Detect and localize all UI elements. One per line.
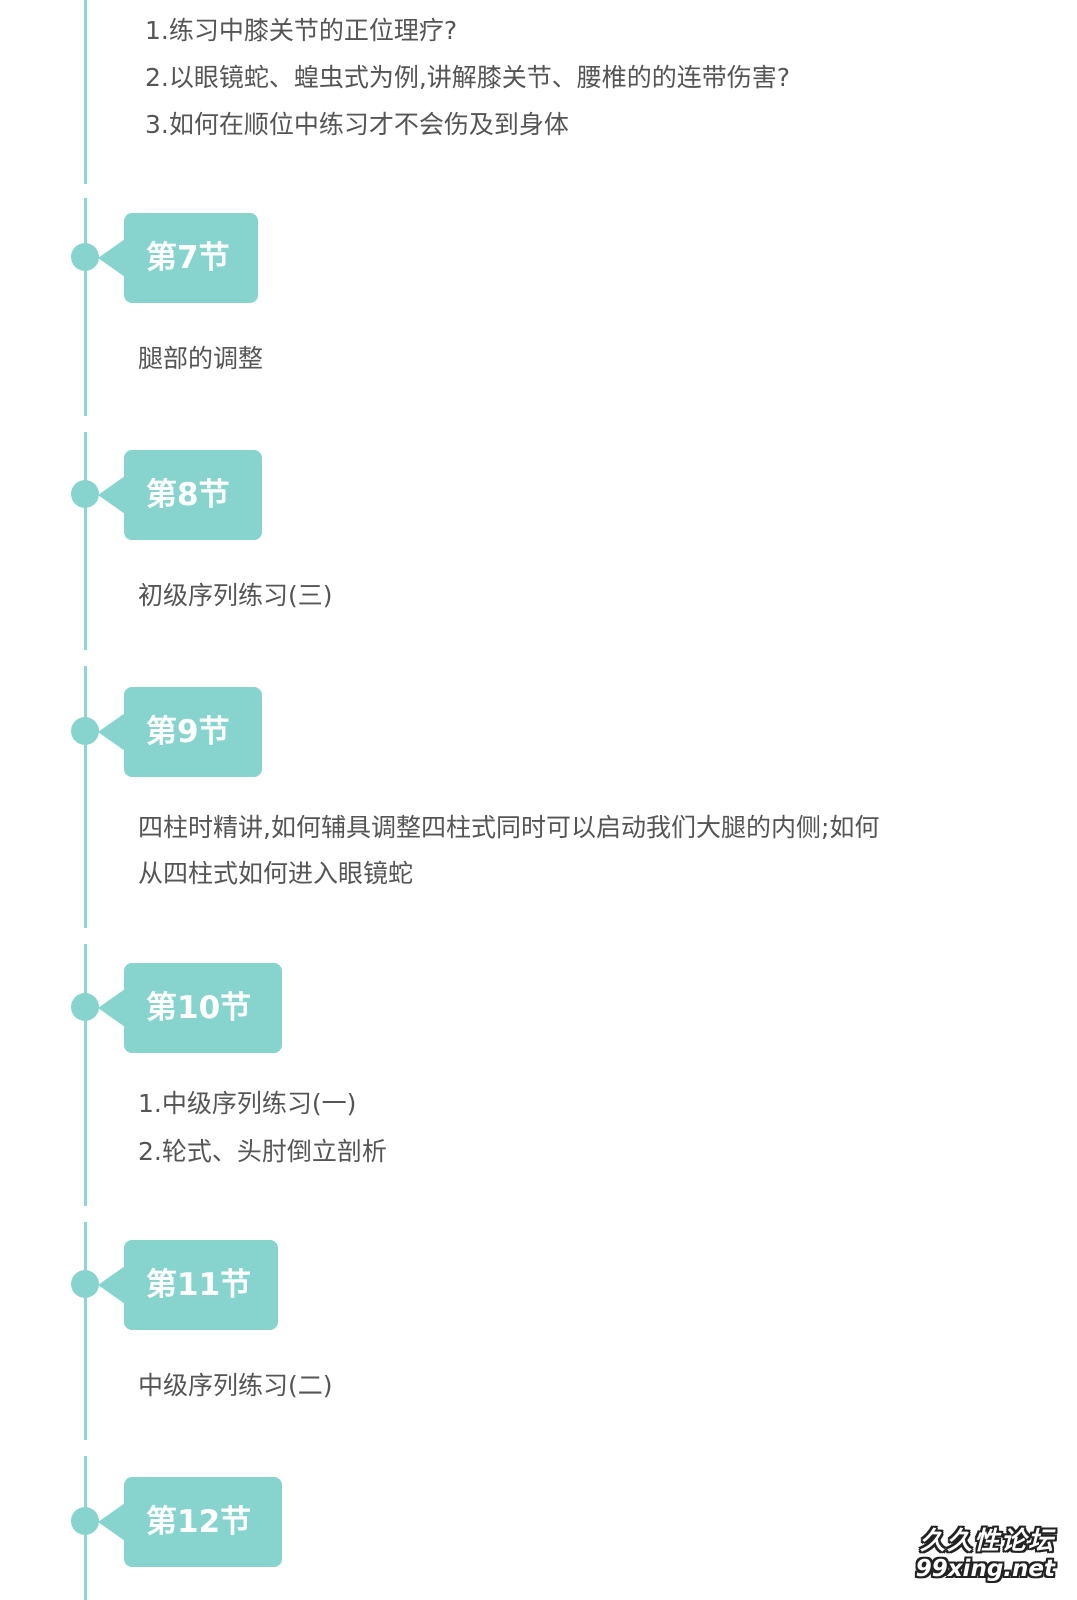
section-tag: 第8节 <box>98 450 262 540</box>
watermark-text: 久久性论坛 <box>919 1526 1055 1555</box>
section-text: 2.轮式、头肘倒立剖析 <box>138 1137 387 1166</box>
section-tag: 第11节 <box>98 1240 278 1330</box>
section-text: 中级序列练习(二) <box>138 1371 333 1400</box>
timeline-line <box>84 666 87 928</box>
site-watermark: 久久性论坛 99xing.net <box>916 1526 1055 1582</box>
section-tag: 第7节 <box>98 213 258 303</box>
intro-item: 1.练习中膝关节的正位理疗? <box>145 16 458 45</box>
timeline-node <box>71 993 99 1021</box>
section-tag: 第12节 <box>98 1477 282 1567</box>
timeline-line <box>84 944 87 1206</box>
watermark-url: 99xing.net <box>915 1556 1055 1582</box>
timeline-line <box>84 198 87 416</box>
intro-item: 3.如何在顺位中练习才不会伤及到身体 <box>145 110 569 139</box>
timeline-node <box>71 480 99 508</box>
section-text: 四柱时精讲,如何辅具调整四柱式同时可以启动我们大腿的内侧;如何 <box>138 813 880 842</box>
timeline-node <box>71 243 99 271</box>
section-tag: 第10节 <box>98 963 282 1053</box>
section-tag: 第9节 <box>98 687 262 777</box>
section-text: 初级序列练习(三) <box>138 581 333 610</box>
timeline-node <box>71 717 99 745</box>
section-text: 从四柱式如何进入眼镜蛇 <box>138 859 414 888</box>
timeline-line <box>84 432 87 650</box>
timeline-node <box>71 1270 99 1298</box>
timeline-line <box>84 1222 87 1440</box>
section-text: 腿部的调整 <box>138 344 264 373</box>
timeline-node <box>71 1507 99 1535</box>
intro-item: 2.以眼镜蛇、蝗虫式为例,讲解膝关节、腰椎的的连带伤害? <box>145 63 791 92</box>
section-text: 1.中级序列练习(一) <box>138 1089 357 1118</box>
timeline-line <box>84 0 87 184</box>
